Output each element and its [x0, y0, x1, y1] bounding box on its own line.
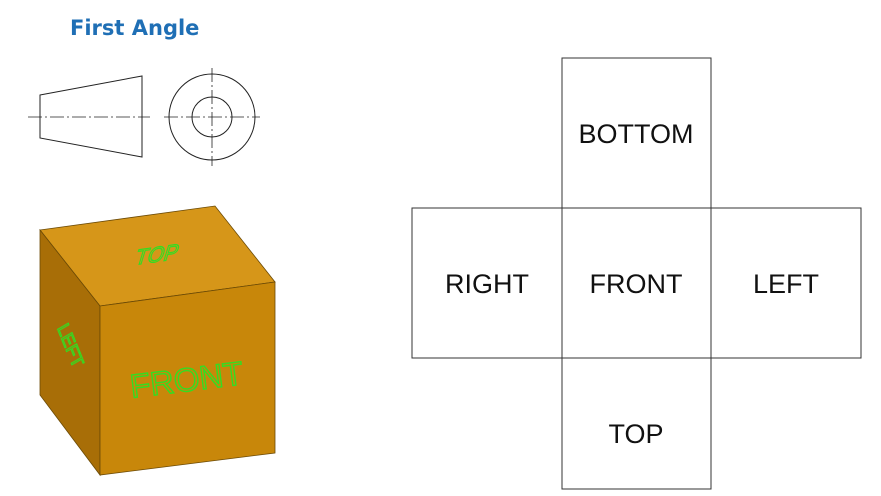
cube-3d: TOP FRONT LEFT	[39, 205, 276, 477]
net-right-label: RIGHT	[445, 269, 529, 299]
net-left-panel	[710, 207, 862, 359]
net-right-panel	[411, 207, 563, 359]
net-bottom-label: BOTTOM	[578, 119, 693, 149]
cube-net	[411, 57, 862, 490]
net-bottom-panel	[561, 57, 712, 209]
page-title: First Angle	[70, 16, 200, 40]
cube-net-labels: BOTTOM RIGHT FRONT LEFT TOP	[445, 119, 819, 449]
net-left-label: LEFT	[753, 269, 819, 299]
net-front-label: FRONT	[590, 269, 683, 299]
net-top-label: TOP	[608, 419, 663, 449]
cone-side-view	[39, 75, 143, 158]
projection-symbol	[28, 68, 260, 166]
net-front-panel	[561, 207, 712, 359]
net-top-panel	[561, 357, 712, 490]
cube-front-face	[99, 281, 276, 476]
